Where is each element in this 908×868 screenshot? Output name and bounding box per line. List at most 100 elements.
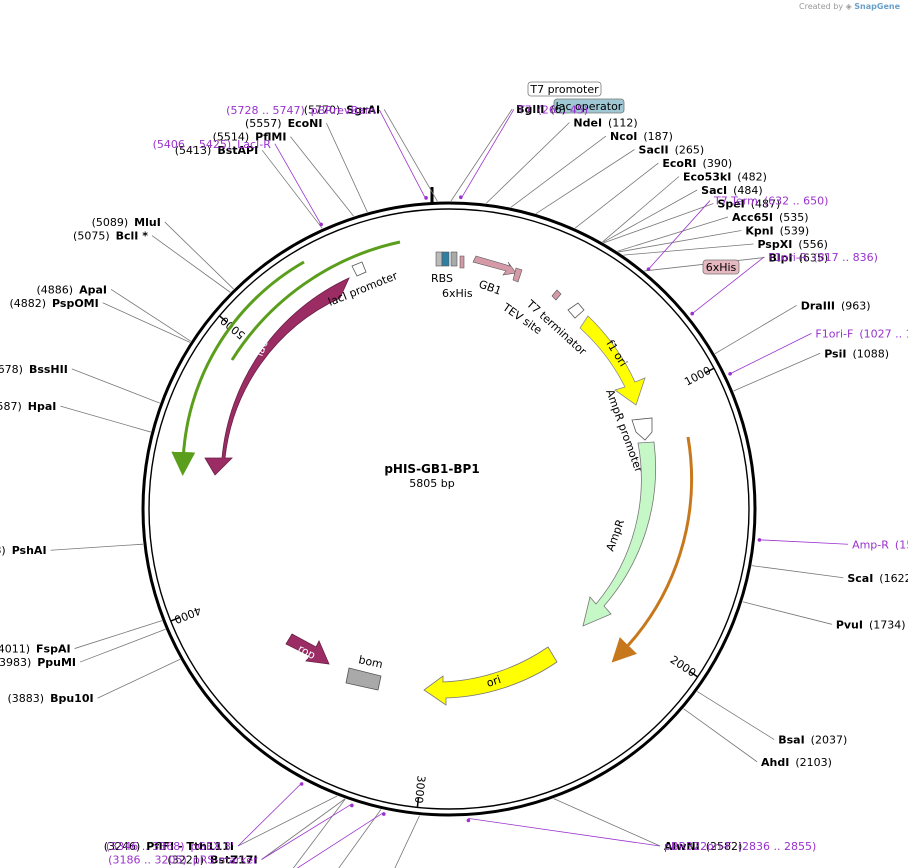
primer-label: T7 Term(632 .. 650) bbox=[713, 195, 828, 208]
enzyme-leader bbox=[326, 123, 368, 213]
enzyme-leader bbox=[74, 620, 163, 649]
enzyme-leader bbox=[623, 243, 754, 256]
primer-name: F1ori-F bbox=[815, 327, 853, 340]
primer-site-marker bbox=[382, 812, 386, 816]
enzyme-name: PshAI bbox=[12, 544, 47, 557]
enzyme-name: BstZ17I bbox=[210, 854, 258, 867]
primer-labels: T7(26 .. 45)T7 Term(632 .. 650)F1ori-R(8… bbox=[106, 103, 908, 868]
f1-ori-feature bbox=[579, 315, 646, 406]
primer-leader bbox=[468, 818, 661, 847]
primer-leader bbox=[690, 256, 765, 316]
primer-range: (2836 .. 2855) bbox=[738, 840, 817, 853]
enzyme-name: PflFI - Tth111I bbox=[146, 840, 234, 853]
enzyme-label: (3246) PflFI - Tth111I bbox=[104, 840, 234, 853]
ampR-feature bbox=[582, 441, 657, 627]
tick-label: 1000 bbox=[682, 364, 713, 389]
tick-mark bbox=[170, 616, 181, 622]
enzyme-label: (5075)BclI * bbox=[73, 230, 148, 243]
primer-name: (3346 .. 3368) bbox=[106, 840, 185, 853]
his-label: 6xHis bbox=[442, 287, 473, 300]
enzyme-label: BsaI(2037) bbox=[778, 734, 847, 747]
enzyme-leader bbox=[60, 405, 151, 433]
enzyme-name: NdeI bbox=[573, 117, 602, 130]
tev-site-feature bbox=[512, 267, 523, 283]
primer-site-marker bbox=[466, 818, 471, 823]
primer-leader bbox=[757, 539, 849, 545]
gb1-label: GB1 bbox=[477, 278, 503, 298]
ampR-orange-arc bbox=[611, 436, 694, 663]
enzyme-leader bbox=[603, 203, 714, 244]
enzyme-position: (539) bbox=[780, 225, 810, 238]
enzyme-position: (3221) bbox=[167, 854, 204, 867]
t7-terminator-feature bbox=[567, 302, 585, 319]
enzyme-name: BssHII bbox=[29, 363, 68, 376]
enzyme-name: NcoI bbox=[610, 130, 637, 143]
enzyme-name: SacI bbox=[701, 184, 727, 197]
enzyme-label: BglII(6) bbox=[516, 103, 566, 116]
credit-prefix: Created by bbox=[799, 2, 844, 11]
enzyme-position: (2037) bbox=[811, 734, 848, 747]
enzyme-leader bbox=[71, 368, 160, 404]
primer-leader bbox=[237, 781, 303, 847]
primer-range: pGEX 3' bbox=[190, 840, 234, 853]
enzyme-label: ScaI(1622) bbox=[847, 572, 908, 585]
enzyme-label: Eco53kI(482) bbox=[683, 171, 767, 184]
enzyme-name: KpnI bbox=[745, 225, 773, 238]
enzyme-position: (487) bbox=[751, 198, 781, 211]
lacI-label: lacI bbox=[253, 336, 272, 359]
enzyme-position: (484) bbox=[733, 184, 763, 197]
primer-label: T7(26 .. 45) bbox=[517, 103, 588, 116]
enzyme-label: AhdI(2103) bbox=[761, 756, 832, 769]
credit-brand: SnapGene bbox=[854, 2, 900, 11]
enzyme-leader bbox=[751, 565, 844, 579]
enzyme-position: (265) bbox=[675, 144, 705, 157]
primer-range: (1027 .. 1048) bbox=[859, 327, 908, 340]
enzyme-label: NcoI(187) bbox=[610, 130, 673, 143]
enzyme-name: AlwNI bbox=[664, 840, 700, 853]
enzyme-label: (4587)HpaI bbox=[0, 400, 56, 413]
enzyme-position: (635) bbox=[799, 252, 829, 265]
enzyme-label: DraIII(963) bbox=[801, 299, 871, 312]
bom-label: bom bbox=[357, 653, 384, 671]
lacI-promoter-feature bbox=[351, 261, 367, 277]
enzyme-position: (4886) bbox=[36, 283, 73, 296]
enzyme-label: (5413)BstAPI bbox=[175, 144, 258, 157]
primer-site-marker bbox=[319, 222, 323, 227]
enzyme-label: (5089)MluI bbox=[92, 216, 161, 229]
enzyme-leader bbox=[394, 815, 420, 868]
t7-promoter-label: T7 promoter bbox=[529, 83, 599, 96]
primer-label: F1ori-F (1027 .. 1048) bbox=[815, 327, 908, 340]
enzyme-name: BlpI bbox=[769, 252, 793, 265]
ori-label: ori bbox=[485, 673, 503, 690]
enzyme-position: (1734) bbox=[869, 618, 906, 631]
primer-range: pRS-marker bbox=[193, 854, 258, 867]
enzyme-label: (5770)SgrAI bbox=[304, 103, 380, 116]
enzyme-leader bbox=[261, 149, 323, 229]
enzyme-position: (556) bbox=[798, 238, 828, 251]
enzyme-name: PsiI bbox=[824, 347, 846, 360]
enzyme-leader bbox=[50, 543, 144, 551]
enzyme-leader bbox=[574, 162, 659, 229]
enzyme-name: Bpu10I bbox=[50, 692, 94, 705]
enzyme-leader bbox=[510, 135, 607, 208]
enzyme-leader bbox=[164, 221, 234, 290]
enzyme-label: (4882)PspOMI bbox=[9, 297, 98, 310]
ampR-label: AmpR bbox=[604, 517, 628, 553]
enzyme-label: (4886)ApaI bbox=[36, 283, 106, 296]
primer-label: pBR322ori-F (2836 .. 2855) bbox=[664, 840, 816, 853]
enzyme-label: (4248)PshAI bbox=[0, 544, 47, 557]
primer-name: pBR322ori-F bbox=[664, 840, 732, 853]
lacI-green-arc-inner bbox=[171, 260, 305, 476]
enzyme-label: PspXI (556) bbox=[757, 238, 827, 251]
enzyme-position: (5514) bbox=[213, 131, 250, 144]
enzyme-leader bbox=[602, 189, 698, 243]
enzyme-position: (5770) bbox=[304, 103, 341, 116]
tick-mark bbox=[704, 367, 715, 374]
enzyme-name: PspXI bbox=[757, 238, 792, 251]
primer-leader bbox=[296, 811, 385, 868]
enzyme-position: (3246) bbox=[104, 840, 141, 853]
gb1-start-feature bbox=[459, 255, 465, 269]
enzyme-position: (963) bbox=[841, 299, 871, 312]
enzyme-position: (390) bbox=[703, 157, 733, 170]
enzyme-label: (5514)PflMI bbox=[213, 131, 287, 144]
